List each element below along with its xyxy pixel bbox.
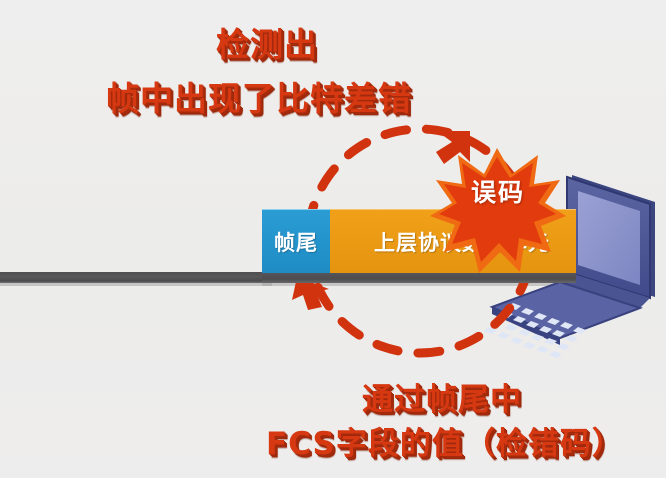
frame-field-payload-top: 上层协议数据单元: [330, 209, 576, 273]
frame-diagram-top: 帧尾 上层协议数据单元: [262, 209, 576, 273]
title-line-2: 帧中出现了比特差错: [106, 79, 412, 118]
laptop-display: [578, 191, 640, 285]
laptop-front-edge: [492, 307, 560, 345]
title-line-1: 检测出: [216, 25, 318, 64]
frame-base-shadow: [262, 283, 576, 286]
cable-shadow: [0, 283, 272, 286]
frame-base-bar-top: [262, 273, 576, 283]
frame-field-trailer-top: 帧尾: [262, 209, 330, 273]
laptop-keyboard-deck: [489, 280, 644, 340]
footer-line-1: 通过帧尾中: [362, 382, 522, 418]
starburst-label: 误码: [470, 178, 525, 207]
laptop-screen-bezel: [566, 175, 651, 300]
laptop-screen-back: [572, 175, 655, 297]
cable-icon: [0, 272, 272, 283]
laptop-keys: [484, 303, 586, 358]
frame-field-payload-label-top: 上层协议数据单元: [374, 230, 550, 255]
frame-field-trailer-label-top: 帧尾: [274, 230, 318, 255]
footer-line-2: FCS字段的值（检错码）: [266, 426, 624, 462]
arrow-down-right-icon: [436, 131, 470, 164]
